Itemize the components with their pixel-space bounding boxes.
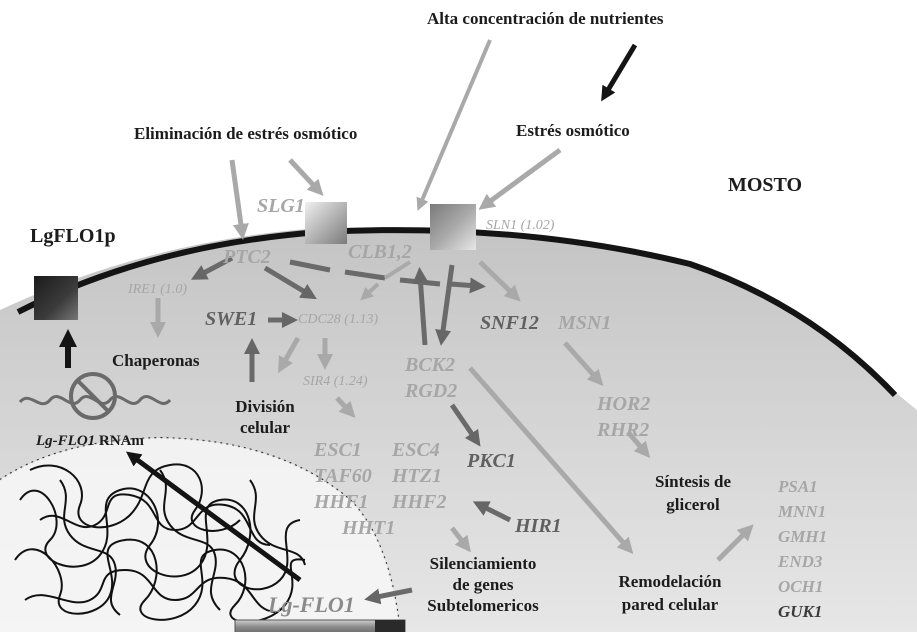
- arrow-ptc2-snf12: [449, 277, 486, 294]
- gene-ptc2: PTC2: [223, 246, 271, 268]
- gene-hir1: HIR1: [515, 515, 562, 537]
- gene-clb12: CLB1,2: [348, 241, 412, 263]
- slg1-receptor: [305, 202, 347, 244]
- arrow-elim-slg1: [288, 158, 324, 196]
- label-estres-osmotico: Estrés osmótico: [516, 121, 630, 140]
- label-mosto: MOSTO: [728, 174, 803, 196]
- arrow-silenc-lgflo1: [364, 587, 413, 605]
- gene-hhf2: HHF2: [392, 491, 447, 513]
- arrow-ptc2-cdc28: [263, 265, 317, 300]
- gene-lgflo1: Lg-FLO1: [268, 592, 355, 617]
- lgflo1p-protein: [34, 276, 78, 320]
- gene-cdc28: CDC28 (1.13): [298, 312, 379, 327]
- arrow-sln1-snf12: [478, 260, 521, 302]
- label-silenciamiento-line3: Subtelomericos: [427, 596, 539, 615]
- label-remodelacion: Remodelación pared celular: [605, 573, 735, 613]
- label-sintesis-line1: Síntesis de: [654, 472, 732, 491]
- gene-bck2: BCK2: [405, 354, 456, 376]
- label-sintesis-line2: glicerol: [666, 495, 720, 514]
- arrow-clb-cdc28: [360, 282, 380, 301]
- gene-guk1: GUK1: [778, 602, 823, 621]
- arrow-hir1-hhf2: [472, 501, 512, 523]
- gene-swe1: SWE1: [205, 308, 258, 330]
- medium-lower: [0, 227, 917, 410]
- arrow-rgd2-remodel: [468, 366, 634, 555]
- arrow-cdc28-div: [278, 336, 301, 373]
- gene-gmh1: GMH1: [778, 527, 828, 546]
- gene-sln1: SLN1 (1.02): [486, 218, 555, 233]
- arrow-gene-rnam: [125, 451, 302, 583]
- arrow-bck2-clb: [412, 267, 429, 346]
- label-alta-concentracion: Alta concentración de nutrientes: [427, 9, 664, 28]
- arrow-hht1-silenc: [450, 526, 471, 553]
- arrow-ptc2-dash1: [289, 259, 331, 273]
- gene-slg1: SLG1: [257, 195, 305, 217]
- label-rnam: Lg-FLO1 RNAm: [36, 434, 144, 449]
- arrow-nutrients: [416, 39, 492, 211]
- arrow-ptc2-ire1: [190, 255, 234, 280]
- cell-membrane: [16, 227, 898, 398]
- gene-pkc1: PKC1: [467, 450, 516, 472]
- arrow-rhr2-glicerol: [626, 430, 651, 459]
- arrow-osmotic: [478, 147, 562, 210]
- arrow-sir4-esc: [335, 396, 356, 418]
- arrow-external-black: [601, 43, 638, 102]
- gene-htz1: HTZ1: [392, 465, 442, 487]
- label-silenciamiento-line2: de genes: [452, 575, 514, 594]
- label-eliminacion-estres: Eliminación de estrés osmótico: [134, 124, 358, 143]
- sln1-receptor: [430, 204, 476, 250]
- gene-och1: OCH1: [778, 577, 824, 596]
- gene-sir4: SIR4 (1.24): [303, 374, 368, 389]
- gene-hhf1: HHF1: [314, 491, 369, 513]
- label-silenciamiento: Silenciamiento de genes Subtelomericos: [418, 555, 548, 614]
- arrow-elim-ptc2: [229, 159, 249, 240]
- gene-end3: END3: [778, 552, 823, 571]
- arrow-remodel-psa1: [716, 524, 754, 562]
- nucleus-fill: [0, 438, 400, 632]
- gene-msn1: MSN1: [558, 312, 612, 334]
- arrow-msn1-hor2: [563, 341, 604, 386]
- label-division-line1: División: [235, 397, 295, 416]
- lgflo1-gene-bar-end: [375, 620, 405, 632]
- label-sintesis: Síntesis de glicerol: [638, 473, 748, 513]
- gene-rgd2: RGD2: [405, 380, 458, 402]
- arrow-rgd2-pkc1: [449, 403, 481, 447]
- gene-snf12: SNF12: [480, 312, 539, 334]
- prohibited-icon: [69, 372, 117, 420]
- gene-esc1: ESC1: [314, 439, 362, 461]
- label-division: División celular: [225, 398, 305, 436]
- gene-taf60: TAF60: [314, 465, 372, 487]
- label-remodelacion-line2: pared celular: [621, 595, 719, 614]
- label-rnam-gene: Lg-FLO1: [36, 433, 96, 449]
- arrow-sln1-bck2: [435, 264, 455, 346]
- arrow-ptc2-dash2: [344, 269, 386, 281]
- gene-esc4: ESC4: [392, 439, 440, 461]
- label-remodelacion-line1: Remodelación: [618, 572, 722, 591]
- gene-ire1: IRE1 (1.0): [128, 282, 188, 297]
- arrow-clb-dash: [383, 260, 412, 280]
- gene-hor2: HOR2: [597, 393, 651, 415]
- gene-rhr2: RHR2: [597, 419, 650, 441]
- label-chaperonas: Chaperonas: [112, 351, 200, 370]
- label-rnam-suffix: RNAm: [98, 433, 144, 449]
- gene-hht1: HHT1: [342, 517, 396, 539]
- arrows: [59, 39, 754, 605]
- label-lgflo1p: LgFLO1p: [30, 225, 116, 247]
- gene-mnn1: MNN1: [778, 502, 827, 521]
- label-division-line2: celular: [239, 418, 291, 437]
- gene-psa1: PSA1: [778, 477, 818, 496]
- label-silenciamiento-line1: Silenciamiento: [429, 554, 537, 573]
